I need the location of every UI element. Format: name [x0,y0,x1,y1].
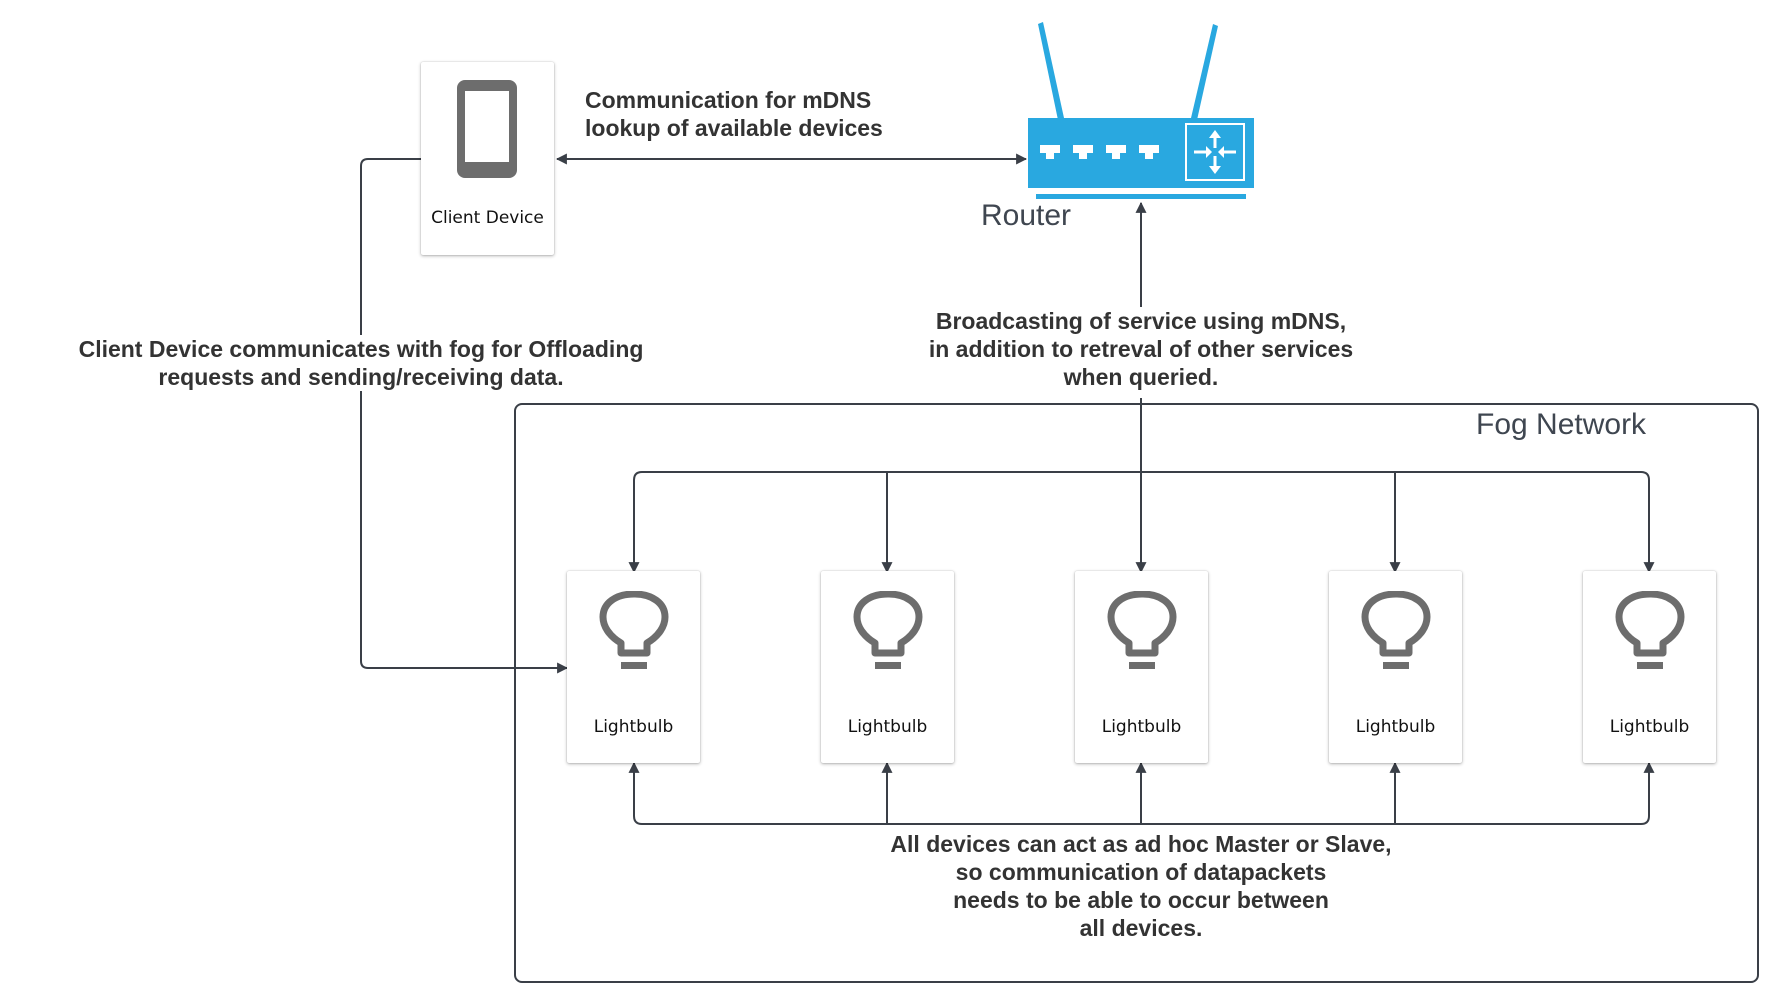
router-label: Router [981,199,1072,232]
lightbulb-icon [1361,591,1431,669]
note-line: requests and sending/receiving data. [158,364,564,390]
master-slave-note: All devices can act as ad hoc Master or … [841,830,1441,942]
lightbulb-label: Lightbulb [847,717,928,737]
note-line: so communication of datapackets [955,859,1327,885]
client-fog-note: Client Device communicates with fog for … [26,335,696,391]
note-line: Communication for mDNS [585,87,872,113]
lightbulb-card-5[interactable]: Lightbulb [1583,571,1716,763]
lightbulb-label: Lightbulb [593,717,674,737]
fog-network-boundary [514,403,1759,983]
fog-network-label: Fog Network [1476,408,1647,441]
lightbulb-icon [853,591,923,669]
lightbulb-icon [1615,591,1685,669]
note-line: lookup of available devices [585,115,883,141]
note-line: All devices can act as ad hoc Master or … [890,831,1392,857]
client-device-card[interactable]: Client Device [421,62,554,255]
note-line: in addition to retreval of other service… [928,336,1354,362]
broadcast-note: Broadcasting of service using mDNS, in a… [871,307,1411,391]
lightbulb-card-4[interactable]: Lightbulb [1329,571,1462,763]
client-device-label: Client Device [431,208,544,228]
client-fog-connector [360,158,569,674]
lightbulb-icon [599,591,669,669]
lightbulb-label: Lightbulb [1609,717,1690,737]
note-line: all devices. [1079,915,1203,941]
lightbulb-label: Lightbulb [1101,717,1182,737]
lightbulb-label: Lightbulb [1355,717,1436,737]
tablet-icon [457,80,517,178]
lightbulb-card-2[interactable]: Lightbulb [821,571,954,763]
router-icon [1028,22,1254,199]
lightbulb-card-3[interactable]: Lightbulb [1075,571,1208,763]
lightbulb-icon [1107,591,1177,669]
note-line: Broadcasting of service using mDNS, [935,308,1347,334]
note-line: needs to be able to occur between [953,887,1329,913]
lightbulb-card-1[interactable]: Lightbulb [567,571,700,763]
note-line: when queried. [1063,364,1219,390]
mdns-lookup-note: Communication for mDNS lookup of availab… [585,86,883,142]
note-line: Client Device communicates with fog for … [78,336,644,362]
